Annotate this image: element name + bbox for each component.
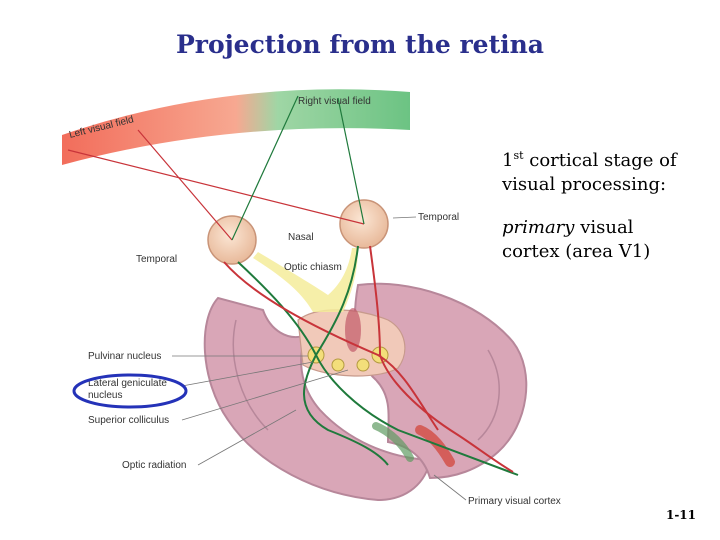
pulvinar-label: Pulvinar nucleus [88, 351, 161, 362]
visual-pathway-diagram: Left visual field Right visual field [58, 80, 578, 520]
brain-cross-section [203, 282, 528, 502]
temporal-right-label: Temporal [418, 212, 459, 223]
primary-cortex-text: primary visual cortex (area V1) [502, 216, 714, 264]
cortical-stage-line1: 1st cortical stage of [502, 149, 677, 171]
cortical-stage-line2: visual processing: [502, 174, 667, 195]
temporal-left-label: Temporal [136, 254, 177, 265]
primary-visual-cortex-label: Primary visual cortex [468, 496, 561, 507]
superior-colliculus-label: Superior colliculus [88, 415, 169, 426]
lgn-highlight-circle [72, 373, 188, 409]
slide-title: Projection from the retina [175, 30, 544, 59]
right-visual-field-label: Right visual field [298, 96, 371, 107]
lgn-label-line1: Lateral geniculate [88, 378, 167, 389]
cortical-stage-text: 1st cortical stage of visual processing: [502, 144, 714, 197]
neural-pathways [223, 245, 519, 476]
optic-chiasm-label: Optic chiasm [284, 262, 342, 273]
optic-chiasm [253, 248, 358, 312]
optic-radiation-label: Optic radiation [122, 460, 186, 471]
visual-field-arc [62, 89, 410, 165]
primary-cortex-line2: cortex (area V1) [502, 241, 651, 262]
lgn-label-line2: nucleus [88, 390, 122, 401]
visual-pathway-svg: Left visual field Right visual field [62, 89, 561, 507]
primary-cortex-line1: primary visual [502, 217, 634, 238]
nasal-label: Nasal [288, 232, 314, 243]
page-number: 1-11 [665, 508, 696, 522]
light-rays [67, 95, 365, 241]
